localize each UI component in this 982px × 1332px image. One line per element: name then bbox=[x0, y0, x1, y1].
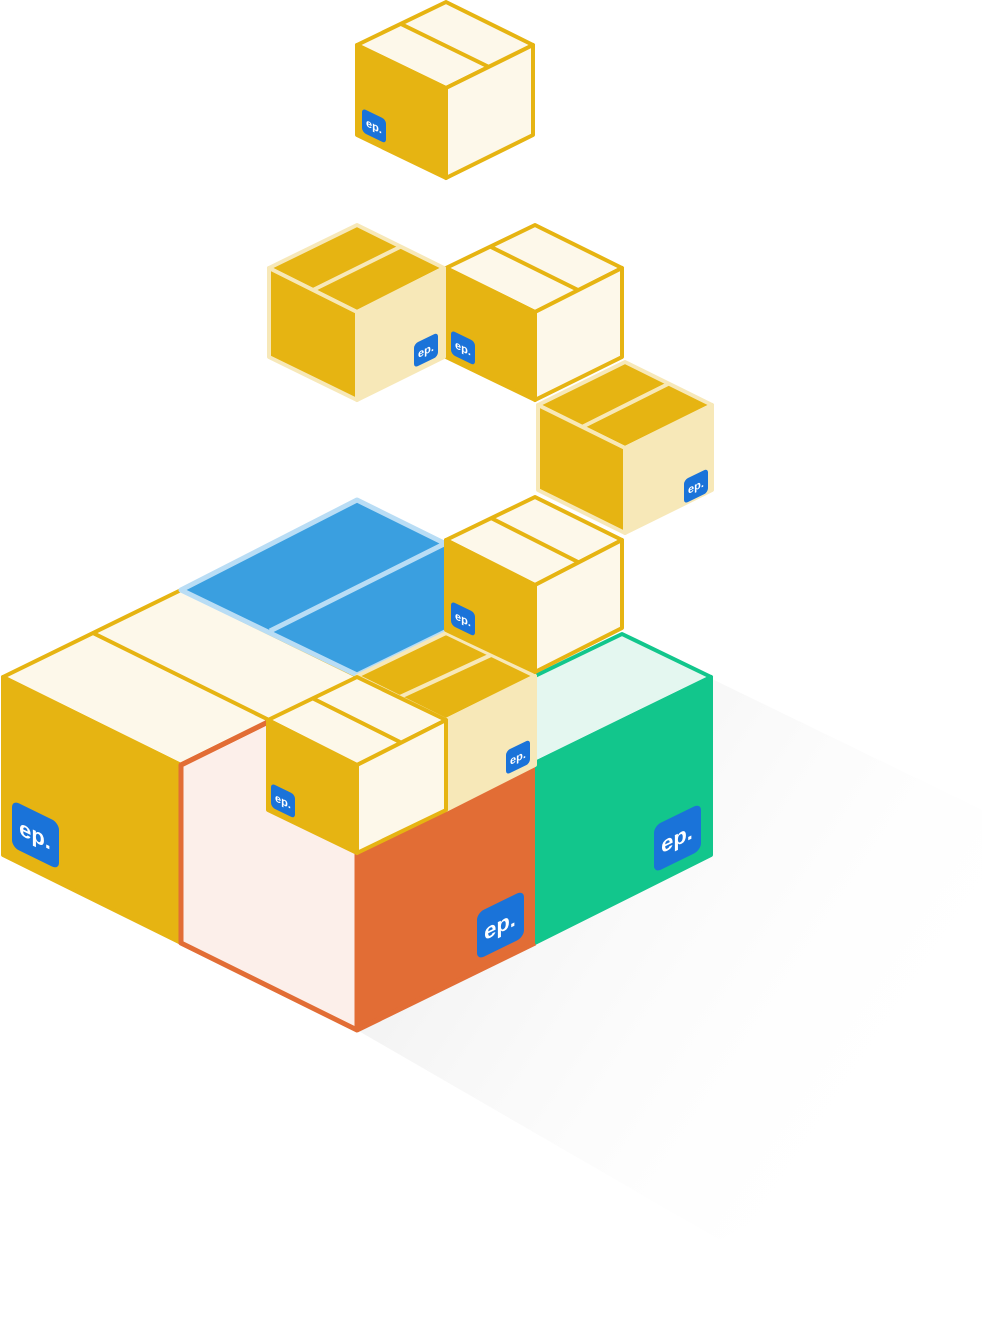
small-front-box bbox=[266, 675, 448, 855]
ep-logo-icon: ep. bbox=[271, 784, 295, 818]
upper-left-box bbox=[267, 223, 446, 402]
right-yellow-box bbox=[536, 360, 714, 535]
ep-logo-icon: ep. bbox=[477, 892, 524, 958]
ep-logo-icon: ep. bbox=[684, 469, 708, 503]
ep-logo-icon: ep. bbox=[414, 333, 438, 367]
top-box bbox=[355, 0, 535, 180]
floor-shadow bbox=[357, 678, 982, 1240]
upper-right-box bbox=[444, 223, 624, 402]
ep-logo-icon: ep. bbox=[451, 602, 475, 636]
ep-logo-icon: ep. bbox=[654, 805, 701, 871]
ep-logo-icon: ep. bbox=[451, 331, 475, 365]
stack-yellow-box bbox=[444, 495, 624, 674]
ep-logo-icon: ep. bbox=[362, 109, 386, 143]
green-box bbox=[533, 632, 713, 945]
ep-logo-icon: ep. bbox=[12, 802, 59, 868]
ep-logo-icon: ep. bbox=[506, 740, 530, 774]
